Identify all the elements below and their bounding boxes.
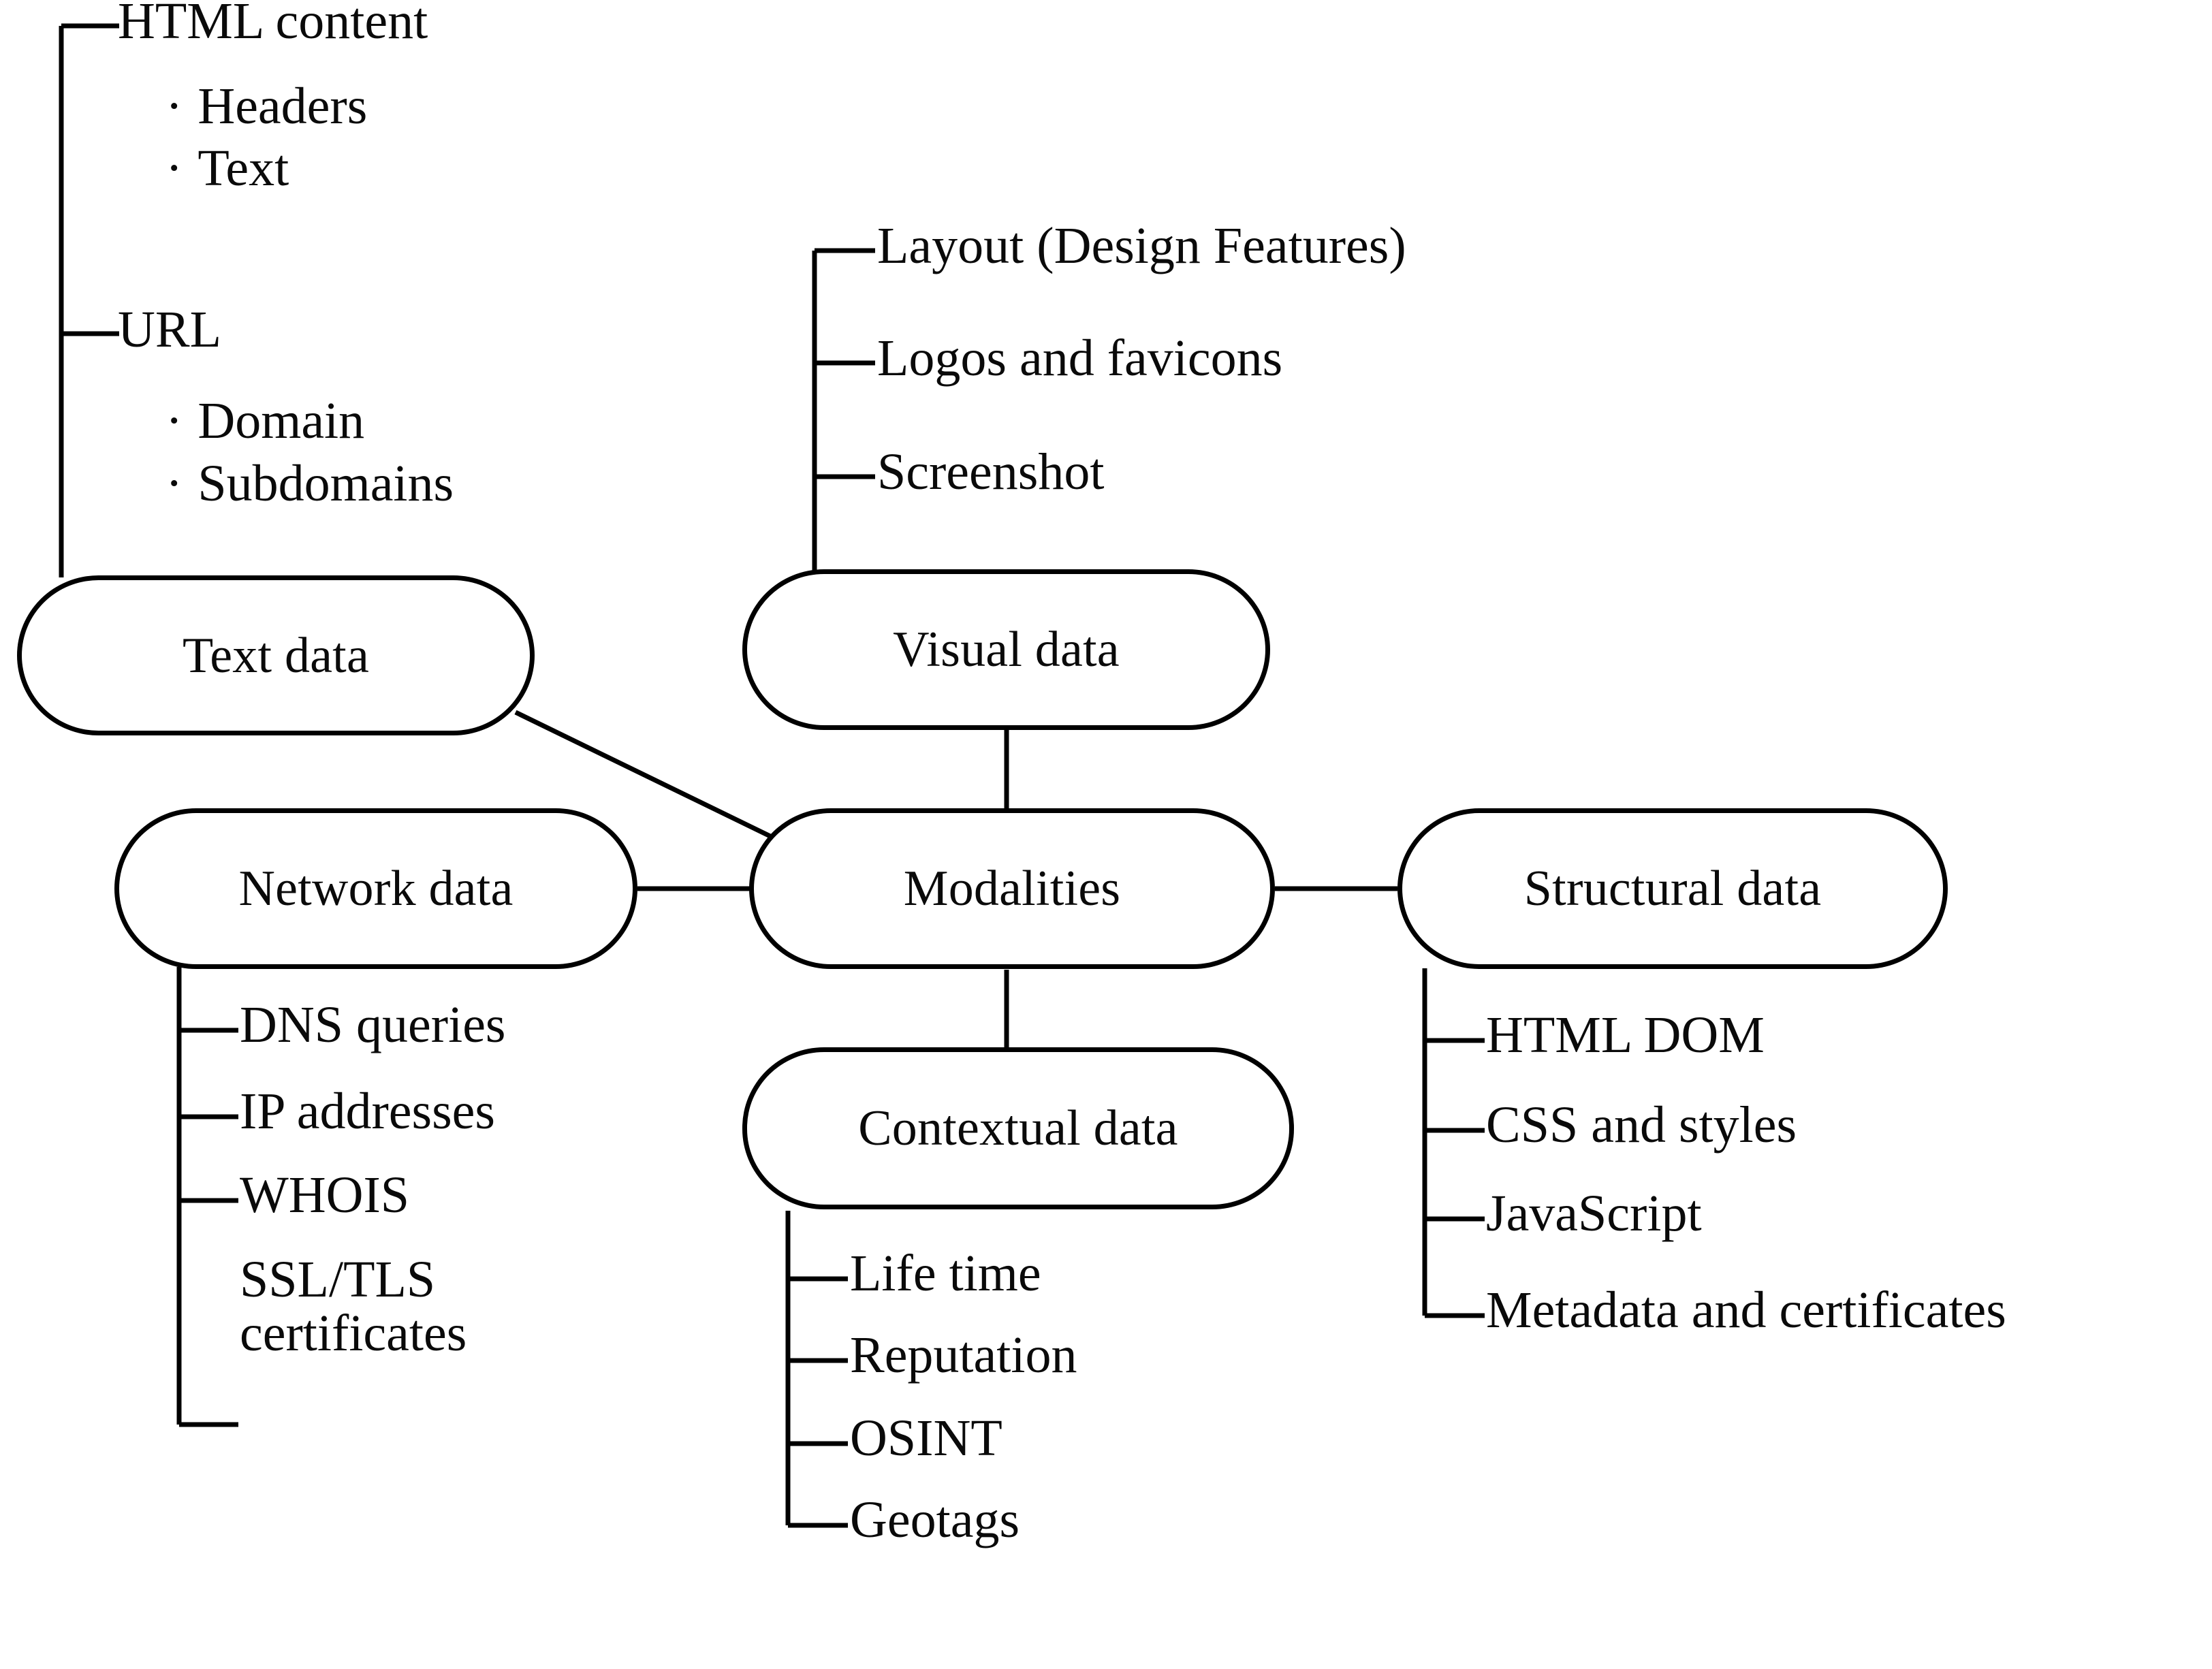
leaf-text: · Text: [165, 140, 289, 197]
bullet-dot-icon: ·: [165, 392, 183, 449]
node-structural-data[interactable]: Structural data: [1397, 808, 1948, 969]
leaf-html-dom: HTML DOM: [1486, 1006, 1765, 1064]
node-contextual-data-label: Contextual data: [858, 1100, 1178, 1156]
bullet-dot-icon: ·: [165, 78, 183, 135]
node-network-data[interactable]: Network data: [114, 808, 637, 969]
node-modalities-label: Modalities: [903, 861, 1121, 917]
leaf-metadata-and-certificates: Metadata and certificates: [1486, 1282, 2006, 1339]
node-visual-data[interactable]: Visual data: [742, 569, 1270, 730]
node-text-data[interactable]: Text data: [17, 575, 535, 735]
link-text-data-to-modalities: [514, 710, 772, 839]
leaf-subdomains: · Subdomains: [165, 455, 454, 512]
leaf-javascript: JavaScript: [1486, 1185, 1702, 1242]
node-text-data-label: Text data: [183, 627, 369, 684]
bullet-dot-icon: ·: [165, 455, 183, 512]
leaf-dns-queries: DNS queries: [240, 996, 506, 1053]
leaf-css-and-styles: CSS and styles: [1486, 1096, 1797, 1154]
node-modalities[interactable]: Modalities: [749, 808, 1275, 969]
leaf-domain: · Domain: [165, 392, 365, 449]
leaf-logos-and-favicons: Logos and favicons: [877, 330, 1283, 387]
leaf-screenshot: Screenshot: [877, 443, 1105, 500]
leaf-reputation: Reputation: [850, 1326, 1077, 1384]
leaf-whois: WHOIS: [240, 1166, 410, 1224]
leaf-geotags: Geotags: [850, 1491, 1020, 1548]
leaf-html-content: HTML content: [118, 0, 428, 50]
leaf-url: URL: [118, 301, 221, 358]
node-network-data-label: Network data: [238, 861, 514, 917]
leaf-layout-design-features: Layout (Design Features): [877, 217, 1406, 274]
leaf-ip-addresses: IP addresses: [240, 1083, 495, 1140]
bullet-dot-icon: ·: [165, 140, 183, 197]
node-structural-data-label: Structural data: [1523, 861, 1822, 917]
leaf-life-time: Life time: [850, 1245, 1041, 1302]
leaf-osint: OSINT: [850, 1410, 1002, 1467]
leaf-ssl-tls-certificates: SSL/TLS certificates: [240, 1251, 467, 1363]
node-visual-data-label: Visual data: [893, 622, 1120, 678]
leaf-headers: · Headers: [165, 78, 368, 135]
node-contextual-data[interactable]: Contextual data: [742, 1047, 1294, 1209]
